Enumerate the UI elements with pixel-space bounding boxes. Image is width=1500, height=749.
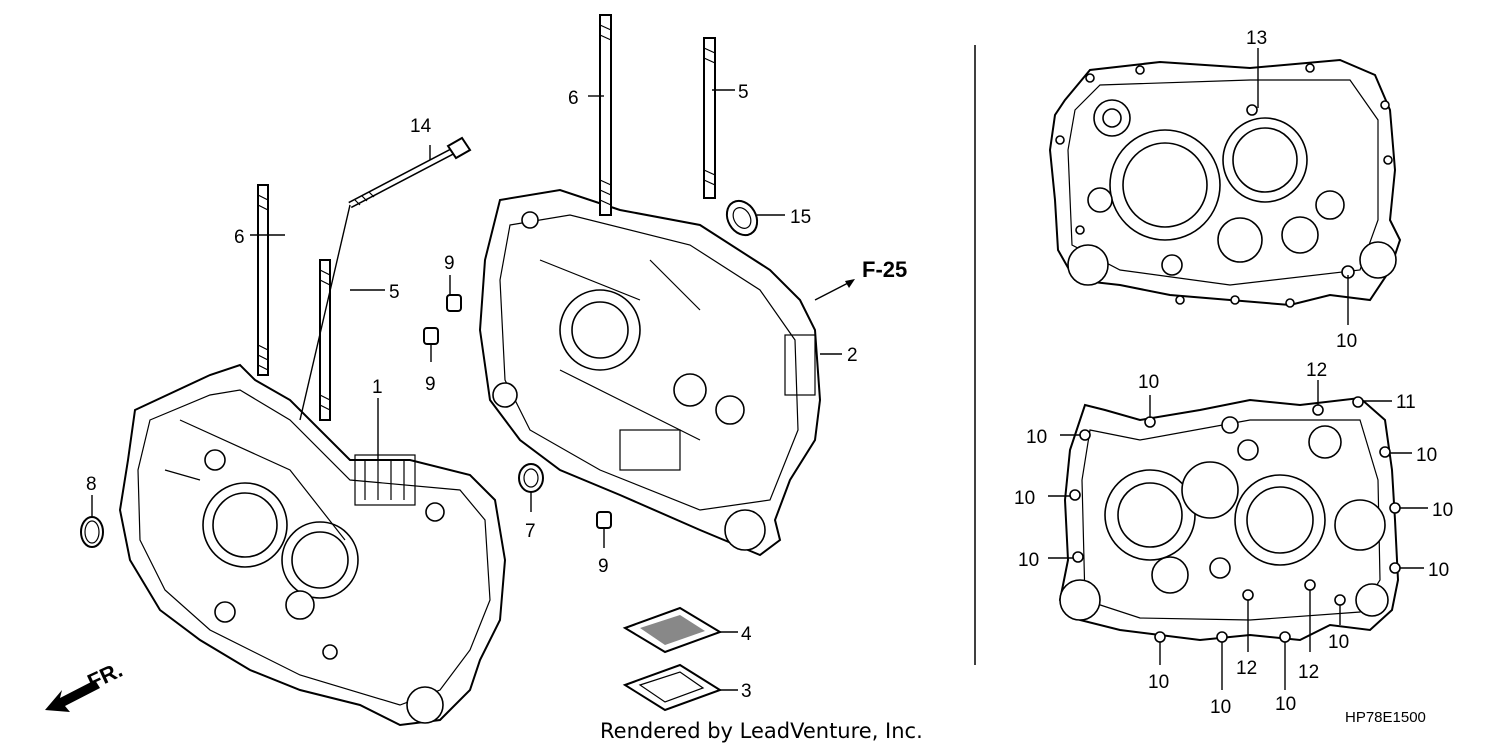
callout-10-top: 10: [1336, 331, 1357, 352]
oil-seal-15[interactable]: [721, 195, 763, 240]
callout-13: 13: [1246, 28, 1267, 49]
callout-9-mid: 9: [425, 374, 436, 395]
callout-10-d: 10: [1014, 488, 1035, 509]
callout-5-left: 5: [389, 282, 400, 303]
callout-7: 7: [525, 521, 536, 542]
reference-label: F-25: [862, 257, 907, 282]
callout-15: 15: [790, 207, 811, 228]
callout-6-center: 6: [568, 88, 579, 109]
reference-arrow: [814, 281, 851, 301]
callout-9-bottom: 9: [598, 556, 609, 577]
bolt-14[interactable]: [348, 136, 472, 209]
callout-12-a: 12: [1306, 360, 1327, 381]
callout-5-center: 5: [738, 82, 749, 103]
callout-4: 4: [741, 624, 752, 645]
needle-bearing-7[interactable]: [518, 463, 544, 493]
callout-10-c: 10: [1416, 445, 1437, 466]
oil-strainer-screen-4[interactable]: [622, 606, 723, 654]
callout-10-g: 10: [1428, 560, 1449, 581]
reference-arrow-head: [845, 279, 855, 288]
callout-10-j: 10: [1275, 694, 1296, 715]
bolt-14-path: [299, 204, 351, 421]
center-stud-6[interactable]: [599, 14, 612, 216]
dowel-pin-9-top[interactable]: [446, 294, 462, 312]
dowel-pin-9-mid[interactable]: [423, 327, 439, 345]
callout-10-e: 10: [1432, 500, 1453, 521]
crankcase-bottom-view[interactable]: [1058, 396, 1401, 643]
callout-3: 3: [741, 681, 752, 702]
left-crankcase[interactable]: [118, 363, 507, 727]
front-direction-arrow: [45, 680, 100, 712]
gasket-3[interactable]: [622, 663, 723, 712]
callout-8: 8: [86, 474, 97, 495]
callout-14: 14: [410, 116, 432, 137]
callout-6-left: 6: [234, 227, 245, 248]
callout-11: 11: [1396, 392, 1416, 413]
left-stud-5[interactable]: [319, 259, 331, 421]
callout-12-b: 12: [1236, 658, 1257, 679]
right-crankcase[interactable]: [478, 188, 822, 557]
callout-1: 1: [372, 377, 383, 398]
callout-12-c: 12: [1298, 662, 1319, 683]
callout-10-h: 10: [1148, 672, 1169, 693]
callout-10-k: 10: [1328, 632, 1349, 653]
callout-10-i: 10: [1210, 697, 1231, 718]
center-stud-5[interactable]: [703, 37, 716, 199]
dowel-pin-9-bottom[interactable]: [596, 511, 612, 529]
callout-10-b: 10: [1026, 427, 1047, 448]
o-ring-8[interactable]: [80, 516, 104, 548]
callout-10-f: 10: [1018, 550, 1039, 571]
left-stud-6[interactable]: [257, 184, 269, 376]
callout-10-a: 10: [1138, 372, 1159, 393]
diagram-code: HP78E1500: [1345, 709, 1426, 726]
crankcase-top-view[interactable]: [1048, 58, 1402, 308]
callout-9-top: 9: [444, 253, 455, 274]
callout-2: 2: [847, 345, 858, 366]
credit-text: Rendered by LeadVenture, Inc.: [600, 719, 923, 743]
